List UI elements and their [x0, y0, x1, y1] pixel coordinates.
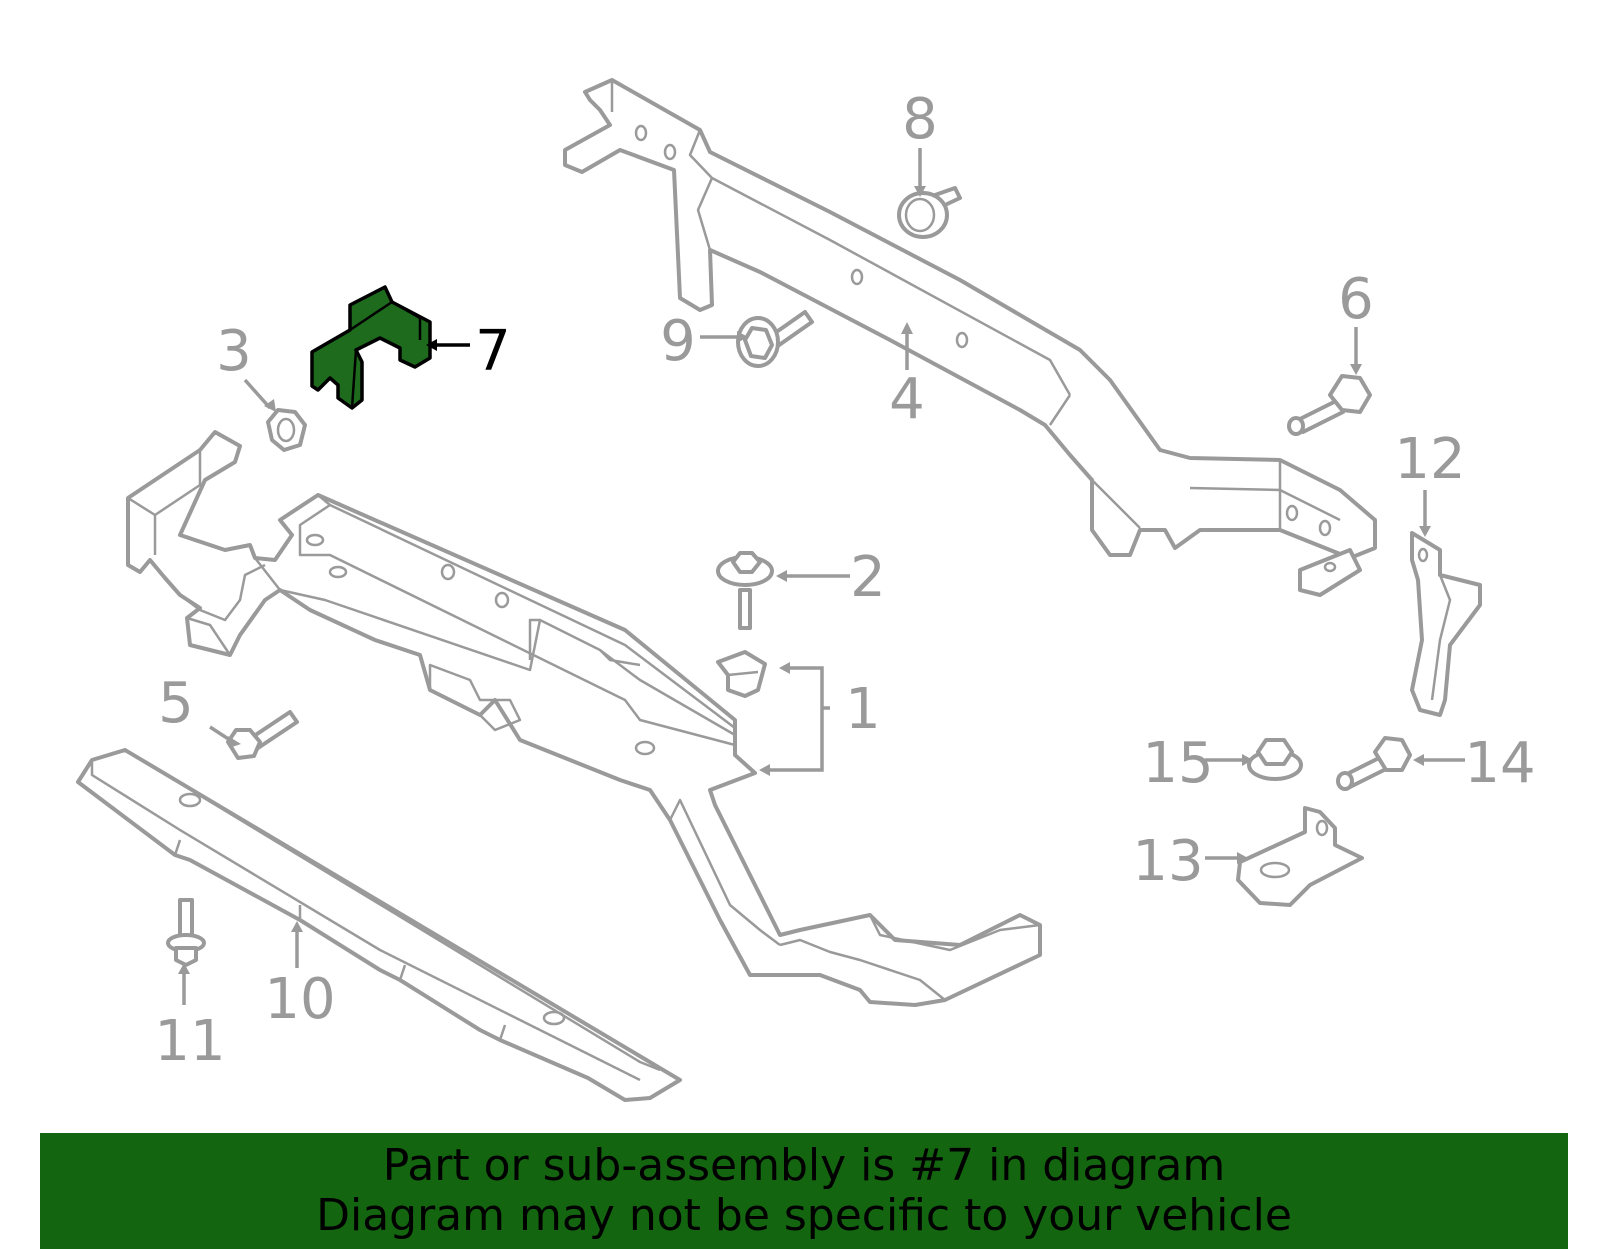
callout-13: 13	[1132, 829, 1203, 894]
bolt-part-5	[226, 710, 299, 760]
banner-line-1: Part or sub-assembly is #7 in diagram	[382, 1140, 1226, 1191]
callout-8: 8	[902, 87, 938, 152]
callout-7: 7	[475, 319, 511, 384]
callout-6: 6	[1338, 267, 1374, 332]
nut-part-15	[1247, 738, 1303, 781]
leader-lines	[182, 148, 1465, 1005]
callout-1: 1	[845, 677, 881, 742]
radiator-support-part-1	[126, 430, 1042, 1007]
bolt-part-9	[736, 310, 814, 368]
bracket-part-13	[1236, 806, 1364, 907]
bolt-part-11	[166, 898, 206, 967]
callout-14: 14	[1464, 731, 1535, 796]
callout-12: 12	[1394, 427, 1465, 492]
bolt-part-2	[716, 551, 774, 630]
upper-tie-bar	[563, 78, 1377, 597]
bolt-part-14	[1336, 736, 1412, 791]
callout-9: 9	[660, 309, 696, 374]
clip-part-8	[897, 186, 962, 239]
banner-line-2: Diagram may not be specific to your vehi…	[316, 1190, 1292, 1241]
callout-2: 2	[850, 545, 886, 610]
bracket-part-12	[1410, 531, 1482, 717]
callout-3: 3	[216, 319, 252, 384]
callout-5: 5	[158, 671, 194, 736]
callout-numbers: 8 4 9 6 12 3 7 2 1 5 10 11 15 14 13	[154, 87, 1535, 1074]
nut-part-3	[266, 408, 307, 452]
clip-nut-part-1	[716, 650, 767, 698]
callout-15: 15	[1142, 731, 1213, 796]
callout-4: 4	[889, 367, 925, 432]
info-banner: Part or sub-assembly is #7 in diagram Di…	[40, 1133, 1568, 1249]
lower-bar-part-10	[76, 748, 682, 1102]
bolt-part-6	[1287, 374, 1372, 436]
highlighted-part-7	[310, 285, 432, 410]
arrowheads	[178, 186, 1431, 974]
callout-10: 10	[264, 967, 335, 1032]
callout-11: 11	[154, 1009, 225, 1074]
